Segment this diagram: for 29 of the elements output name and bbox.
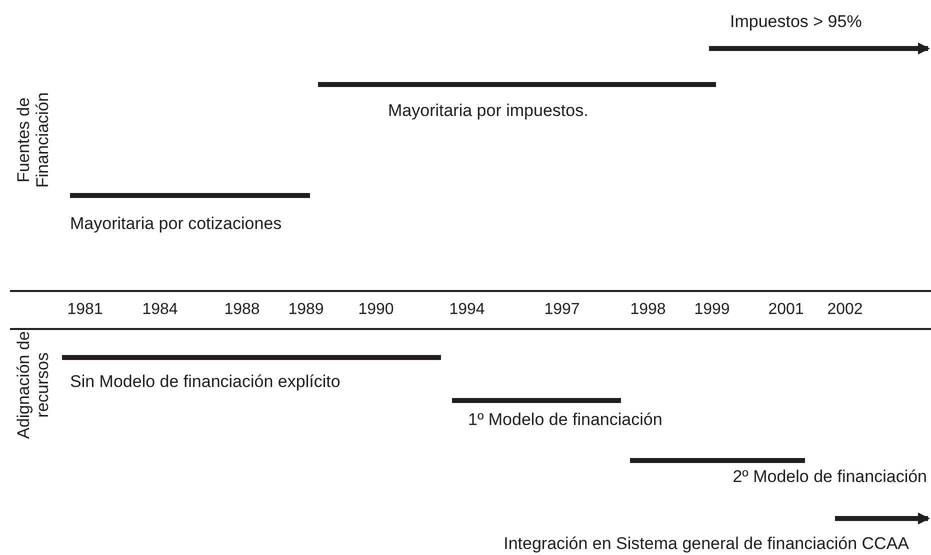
bar-label: Mayoritaria por cotizaciones [70, 214, 282, 234]
timeline-bar [709, 46, 849, 51]
axis-title: Adignación de recursos [14, 330, 52, 441]
bar-label: 1º Modelo de financiación [468, 410, 662, 430]
timeline-bar [62, 355, 441, 360]
arrow [860, 512, 930, 524]
year-label: 1989 [288, 301, 324, 319]
timeline-bar [835, 516, 860, 521]
axis-title: Fuentes de Financiación [14, 91, 52, 190]
timeline-bar [452, 398, 621, 403]
year-label: 2002 [827, 301, 863, 319]
year-label: 2001 [768, 301, 804, 319]
year-label: 1994 [449, 301, 485, 319]
timeline-bar [318, 82, 716, 87]
bar-label: Mayoritaria por impuestos. [388, 101, 588, 121]
year-label: 1997 [544, 301, 580, 319]
bar-label: 2º Modelo de financiación [732, 467, 927, 487]
bar-label: Impuestos > 95% [730, 12, 862, 32]
arrow [849, 42, 930, 54]
year-label: 1981 [67, 301, 103, 319]
year-label: 1990 [358, 301, 394, 319]
year-label: 1984 [142, 301, 178, 319]
year-label: 1988 [224, 301, 260, 319]
year-label: 1999 [694, 301, 730, 319]
bar-label: Integración en Sistema general de financiación CCAA [504, 534, 909, 554]
year-label: 1998 [630, 301, 666, 319]
timeline-bar [630, 458, 805, 463]
bar-label: Sin Modelo de financiación explícito [70, 372, 340, 392]
timeline-bar [70, 193, 310, 198]
